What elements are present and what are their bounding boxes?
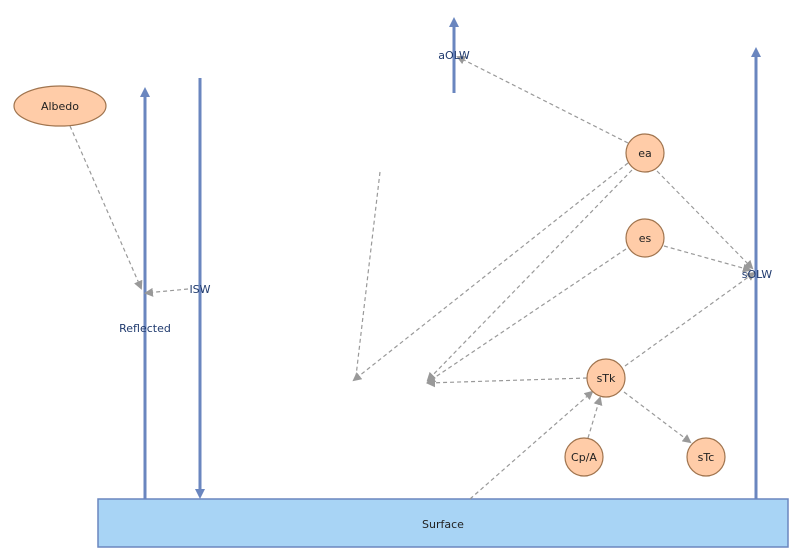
link-stk-to-solw[interactable]	[624, 271, 756, 367]
stc-node[interactable]: sTc	[686, 437, 726, 477]
link-es-to-solw[interactable]	[663, 245, 752, 273]
link-surface-to-stk[interactable]	[469, 390, 594, 500]
ea-node[interactable]: ea	[625, 133, 665, 173]
link-ea-to-aolw[interactable]	[456, 56, 629, 144]
link-dangling-flow[interactable]	[355, 171, 381, 377]
link-stk-to-surface-flow[interactable]	[426, 377, 588, 388]
surface-block[interactable]: Surface	[97, 498, 789, 548]
link-isw-to-reflected[interactable]	[144, 287, 189, 297]
solw-label: sOLW	[742, 268, 773, 281]
es-label: es	[639, 232, 652, 245]
surface-label: Surface	[422, 518, 464, 531]
cpa-node[interactable]: Cp/A	[564, 437, 604, 477]
link-ea-to-surface-flow[interactable]	[426, 169, 633, 382]
link-albedo-to-reflected[interactable]	[69, 125, 143, 290]
link-cpa-to-stk[interactable]	[587, 396, 603, 439]
cpa-label: Cp/A	[571, 451, 597, 464]
reflected-label: Reflected	[119, 322, 171, 335]
albedo-node[interactable]: Albedo	[13, 85, 107, 127]
stc-label: sTc	[698, 451, 715, 464]
stk-label: sTk	[597, 372, 616, 385]
aolw-label: aOLW	[438, 49, 470, 62]
ea-label: ea	[638, 147, 652, 160]
link-ea-to-solw[interactable]	[656, 170, 754, 270]
link-es-to-surface-flow[interactable]	[426, 248, 627, 384]
link-ea-to-left-flow[interactable]	[352, 162, 629, 382]
stk-node[interactable]: sTk	[586, 358, 626, 398]
es-node[interactable]: es	[625, 218, 665, 258]
albedo-label: Albedo	[41, 100, 79, 113]
isw-label: ISW	[189, 283, 210, 296]
link-stk-to-stc[interactable]	[623, 391, 692, 444]
